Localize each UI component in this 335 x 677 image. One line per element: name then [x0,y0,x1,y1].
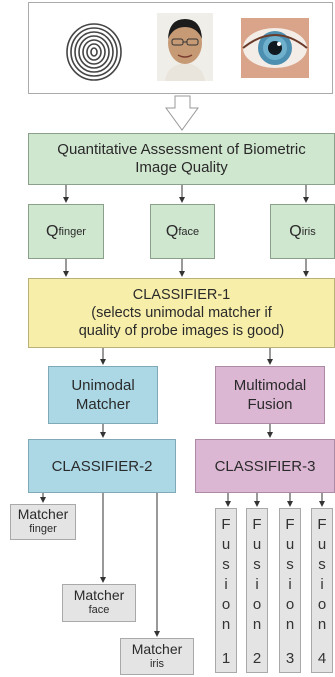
fusion-1-letter: F [221,516,231,533]
unimodal-line-1: Unimodal [71,377,135,394]
assessment-line-2: Image Quality [135,159,228,176]
matcher-face-main: Matcher [73,587,125,603]
fusion-1-number: 1 [221,650,231,667]
matcher-iris-main: Matcher [131,640,183,657]
classifier-3-box: CLASSIFIER-3 [195,439,335,493]
fusion-3-letter: u [285,536,295,553]
classifier-2-title: CLASSIFIER-2 [51,457,153,475]
fusion-4-letter: i [320,576,324,593]
classifier-1-desc-1: (selects unimodal matcher if [91,305,272,321]
fusion-4-letter: F [317,516,327,533]
fusion-4-box: F u s i o n 4 [311,508,333,673]
multimodal-line-2: Fusion [247,396,293,413]
quality-assessment-box: Quantitative Assessment of Biometric Ima… [28,133,335,185]
matcher-finger-box: Matcher finger [10,504,76,540]
unimodal-line-2: Matcher [75,396,131,413]
fusion-2-letter: s [253,556,261,573]
fusion-1-letter: o [221,596,231,613]
classifier-3-title: CLASSIFIER-3 [214,457,316,475]
biometric-images-panel [28,2,333,94]
fusion-2-box: F u s i o n 2 [246,508,268,673]
q-finger-main: Q [46,222,59,240]
fusion-1-box: F u s i o n 1 [215,508,237,673]
classifier-1-title: CLASSIFIER-1 [132,287,231,303]
q-finger-sub: finger [58,225,86,238]
hollow-down-arrow [165,95,199,131]
fusion-3-letter: F [285,516,295,533]
fusion-2-number: 2 [252,650,262,667]
matcher-iris-box: Matcher iris [120,638,194,675]
matcher-iris-sub: iris [149,657,165,670]
fusion-2-letter: u [252,536,262,553]
fusion-2-letter: F [252,516,262,533]
q-iris-sub: iris [301,225,316,238]
matcher-finger-sub: finger [29,523,57,535]
iris-image [241,18,309,78]
matcher-face-sub: face [88,604,110,616]
classifier-1-box: CLASSIFIER-1 (selects unimodal matcher i… [28,278,335,348]
fusion-2-letter: n [252,616,262,633]
fusion-3-letter: o [285,596,295,613]
fusion-3-letter: i [288,576,292,593]
fusion-3-letter: s [286,556,294,573]
q-face-sub: face [178,225,200,238]
assessment-line-1: Quantitative Assessment of Biometric [57,141,306,158]
fusion-1-letter: n [221,616,231,633]
matcher-finger-main: Matcher [17,506,69,522]
multimodal-line-1: Multimodal [233,377,307,394]
fusion-4-letter: s [318,556,326,573]
fusion-2-letter: o [252,596,262,613]
unimodal-matcher-box: Unimodal Matcher [48,366,158,424]
fusion-1-letter: s [222,556,230,573]
classifier-2-box: CLASSIFIER-2 [28,439,176,493]
classifier-1-desc-2: quality of probe images is good) [78,323,285,339]
face-image [157,13,213,81]
fusion-3-letter: n [285,616,295,633]
fusion-4-letter: n [317,616,327,633]
fusion-3-number: 3 [285,650,295,667]
fusion-4-number: 4 [317,650,327,667]
multimodal-fusion-box: Multimodal Fusion [215,366,325,424]
fusion-4-letter: o [317,596,327,613]
q-iris-main: Q [289,222,302,240]
matcher-face-box: Matcher face [62,584,136,622]
fusion-2-letter: i [255,576,259,593]
fusion-4-letter: u [317,536,327,553]
fusion-1-letter: u [221,536,231,553]
q-face-main: Q [165,222,179,240]
fusion-3-box: F u s i o n 3 [279,508,301,673]
fusion-1-letter: i [224,576,228,593]
fingerprint-image [64,20,124,82]
